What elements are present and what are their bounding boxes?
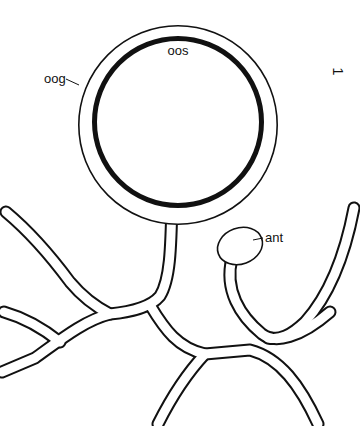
part-label: ant (265, 231, 283, 244)
leader-line (253, 238, 263, 240)
part-label: oog (44, 72, 66, 85)
oospore-circle: oos (92, 36, 264, 208)
hypha-lumen (2, 200, 354, 424)
oogonium-circle: oogoos (78, 25, 278, 225)
part-label: oos (168, 44, 189, 57)
leader-line (66, 79, 79, 85)
hypha-outline (2, 200, 354, 424)
circle-outline (92, 36, 264, 208)
figure-number: 1 (331, 67, 346, 75)
antheridium-bulb (212, 221, 268, 271)
